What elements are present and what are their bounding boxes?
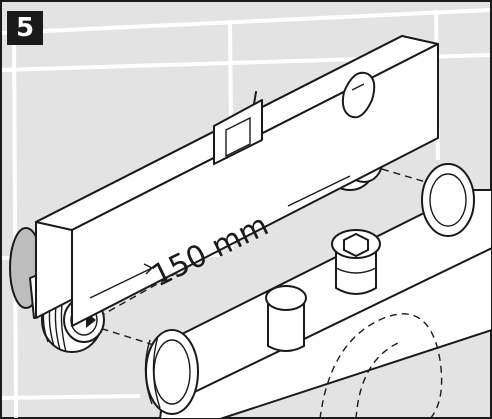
- spirit-level-icon: [35, 35, 439, 327]
- dimension-annotation: [89, 175, 351, 299]
- alignment-guide-lower: [89, 324, 171, 351]
- step-number-badge: 5: [7, 11, 43, 45]
- mixing-valve-body-icon: [144, 163, 492, 419]
